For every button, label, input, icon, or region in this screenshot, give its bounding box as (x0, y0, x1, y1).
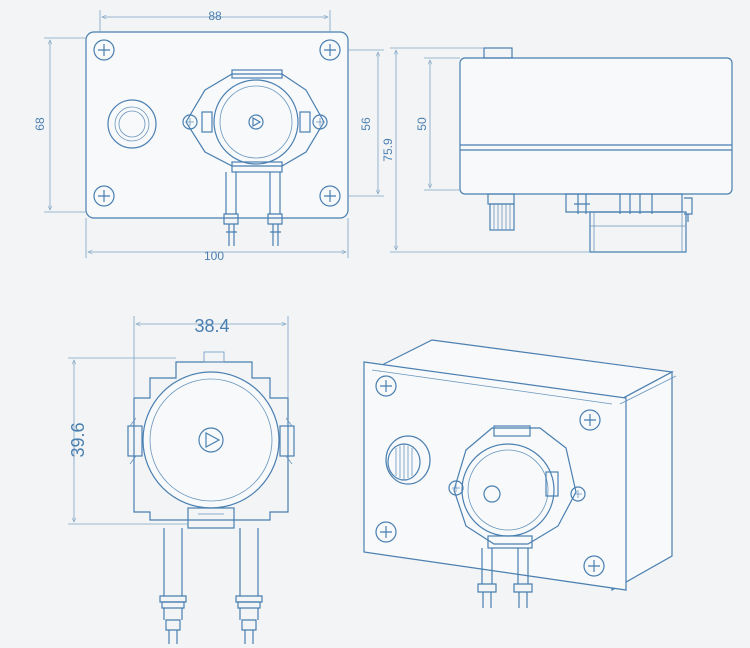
side-view: 50 75.9 (381, 47, 733, 253)
right-clamp (279, 425, 295, 457)
front-view: 88 100 68 56 (33, 9, 384, 263)
isometric-view (363, 339, 677, 608)
iso-screws (375, 375, 605, 577)
side-knob (487, 193, 515, 231)
front-plate (85, 31, 349, 219)
front-dimensions: 88 100 68 56 (33, 9, 384, 263)
front-tubes (223, 172, 283, 246)
side-pump-head (565, 193, 693, 253)
head-dimensions: 38.4 39.6 (68, 316, 289, 525)
dim-width-top: 88 (208, 9, 222, 23)
speed-knob (107, 99, 157, 149)
dim-head-width: 38.4 (194, 316, 229, 336)
mounting-screws (93, 39, 341, 207)
dim-height-left: 68 (33, 117, 47, 131)
side-dimensions: 50 75.9 (381, 47, 590, 253)
iso-knob (385, 435, 431, 485)
dim-head-height: 39.6 (68, 422, 88, 457)
side-top-tab (483, 47, 513, 59)
dim-height-inner: 50 (415, 117, 429, 131)
left-clamp (127, 425, 143, 457)
side-housing (459, 57, 733, 195)
pump-head-front (182, 69, 328, 173)
dim-height-right: 56 (359, 117, 373, 131)
iso-tubes (477, 548, 533, 608)
dim-width-bottom: 100 (204, 249, 224, 263)
head-tubes (159, 528, 263, 644)
iso-pump-head (448, 425, 586, 549)
pump-head-view: 38.4 39.6 (68, 316, 295, 644)
dim-height-total: 75.9 (381, 138, 395, 162)
